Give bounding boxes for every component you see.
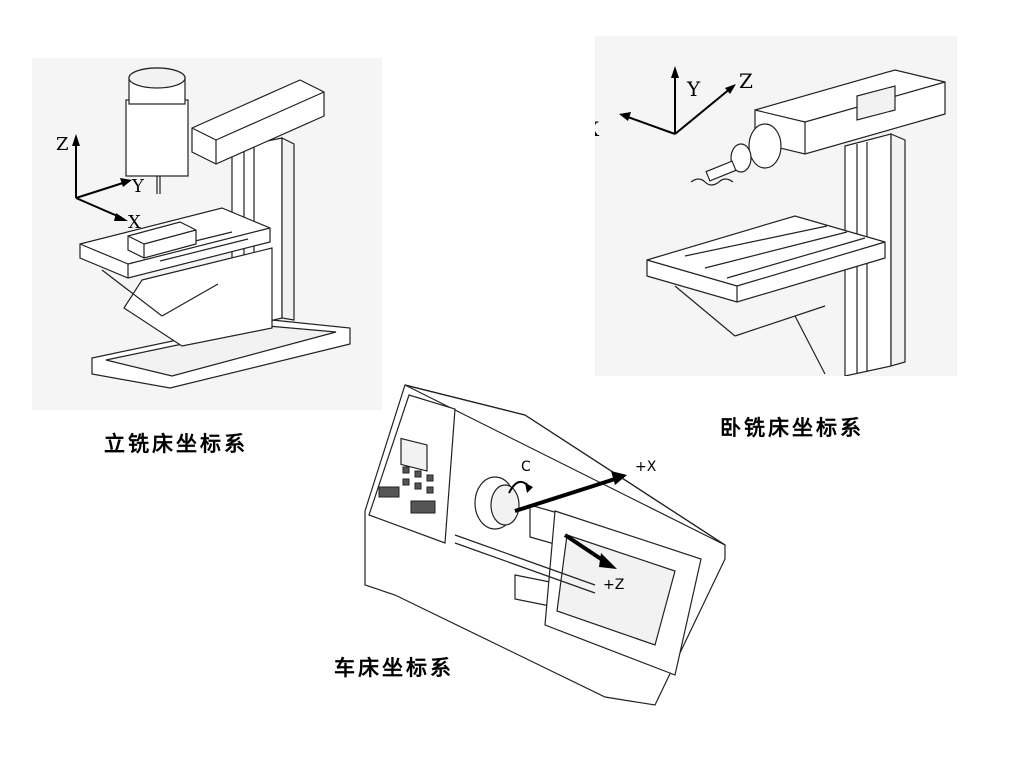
x-axis-label: +X bbox=[635, 459, 657, 475]
z-axis-label: +Z bbox=[603, 577, 624, 593]
lathe-axes: C +X +Z bbox=[508, 459, 657, 593]
vertical-mill-caption: 立铣床坐标系 bbox=[104, 432, 248, 456]
c-axis-label: C bbox=[521, 459, 531, 475]
x-axis-label: X bbox=[595, 117, 600, 141]
z-axis-label: Z bbox=[56, 134, 69, 155]
horizontal-mill-diagram: Y Z X bbox=[595, 36, 957, 376]
vertical-mill-axes: Z Y X bbox=[56, 134, 145, 233]
y-axis-label: Y bbox=[131, 176, 145, 197]
lathe-caption: 车床坐标系 bbox=[334, 656, 454, 680]
x-axis-label: X bbox=[128, 212, 141, 233]
horizontal-mill-axes: Y Z X bbox=[595, 66, 753, 141]
lathe-diagram: C +X +Z bbox=[355, 375, 735, 715]
horizontal-mill-caption: 卧铣床坐标系 bbox=[720, 416, 864, 440]
vertical-mill-diagram: Z Y X bbox=[32, 58, 382, 410]
y-axis-label: Y bbox=[686, 77, 701, 101]
z-axis-label: Z bbox=[739, 69, 753, 93]
